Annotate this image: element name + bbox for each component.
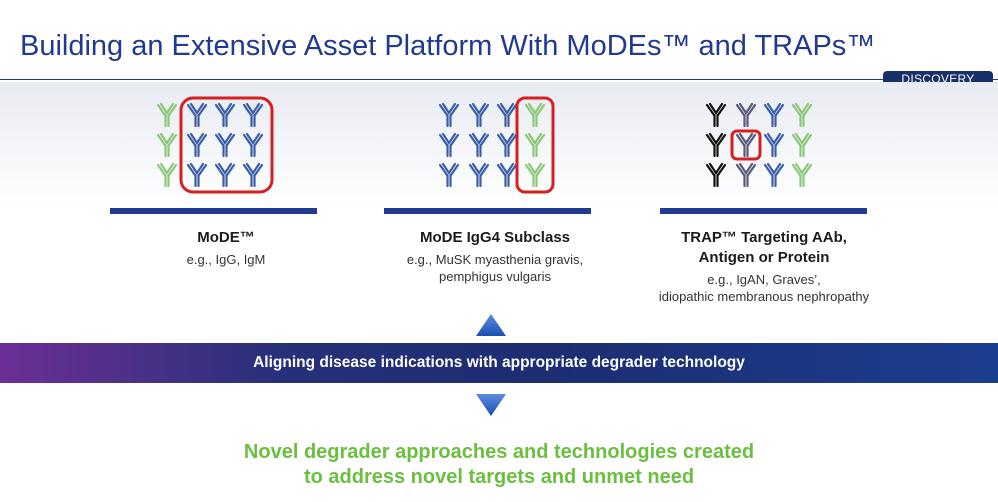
antibody-icon — [524, 132, 546, 158]
antibody-icon — [438, 132, 460, 158]
antibody-icon — [186, 102, 208, 128]
alignment-banner: Aligning disease indications with approp… — [0, 343, 998, 383]
mode-highlight-box — [179, 96, 274, 194]
trap-heading: TRAP™ Targeting AAb,Antigen or Protein — [681, 229, 847, 266]
igg4-illustration — [432, 95, 557, 195]
mode-antibody-grid — [156, 96, 274, 194]
igg4-example: e.g., MuSK myasthenia gravis,pemphigus v… — [406, 252, 584, 284]
antibody-icon — [735, 132, 757, 158]
mode-heading: MoDE™ — [197, 229, 255, 246]
antibody-icon — [791, 132, 813, 158]
antibody-icon — [438, 162, 460, 188]
trap-antibody-grid — [705, 102, 813, 188]
antibody-icon — [763, 162, 785, 188]
page-title: Building an Extensive Asset Platform Wit… — [20, 30, 876, 62]
igg4-highlight-box — [515, 96, 555, 194]
antibody-icon — [524, 162, 546, 188]
antibody-icon — [735, 102, 757, 128]
antibody-icon — [496, 102, 518, 128]
antibody-icon — [242, 132, 264, 158]
antibody-icon — [468, 132, 490, 158]
trap-example: e.g., IgAN, Graves’,idiopathic membranou… — [658, 272, 870, 304]
igg4-underline — [384, 208, 591, 214]
triangle-down-icon — [474, 392, 508, 423]
antibody-icon — [524, 102, 546, 128]
mode-example: e.g., IgG, IgM — [186, 252, 266, 267]
antibody-icon — [468, 162, 490, 188]
antibody-icon — [156, 162, 178, 188]
antibody-icon — [468, 102, 490, 128]
antibody-icon — [242, 162, 264, 188]
triangle-up-icon — [474, 312, 508, 343]
trap-highlight-box — [730, 129, 762, 161]
antibody-icon — [156, 102, 178, 128]
antibody-icon — [496, 132, 518, 158]
antibody-icon — [438, 102, 460, 128]
mode-underline — [110, 208, 317, 214]
igg4-label: MoDE IgG4 Subclass e.g., MuSK myasthenia… — [345, 228, 645, 285]
antibody-icon — [242, 102, 264, 128]
antibody-icon — [214, 102, 236, 128]
antibody-icon — [214, 132, 236, 158]
antibody-icon — [791, 162, 813, 188]
mode-label: MoDE™ e.g., IgG, IgM — [76, 228, 376, 268]
antibody-icon — [735, 162, 757, 188]
conclusion-text: Novel degrader approaches and technologi… — [243, 441, 755, 488]
antibody-icon — [186, 162, 208, 188]
antibody-icon — [705, 132, 727, 158]
antibody-icon — [496, 162, 518, 188]
antibody-icon — [763, 132, 785, 158]
antibody-icon — [214, 162, 236, 188]
antibody-icon — [705, 162, 727, 188]
antibody-icon — [791, 102, 813, 128]
igg4-heading: MoDE IgG4 Subclass — [419, 229, 571, 246]
antibody-icon — [156, 132, 178, 158]
trap-illustration — [700, 95, 825, 195]
igg4-antibody-grid — [438, 96, 555, 194]
trap-underline — [660, 208, 867, 214]
mode-illustration — [152, 95, 277, 195]
trap-label: TRAP™ Targeting AAb,Antigen or Protein e… — [614, 228, 914, 305]
antibody-icon — [705, 102, 727, 128]
title-divider — [0, 79, 998, 80]
antibody-icon — [186, 132, 208, 158]
antibody-icon — [763, 102, 785, 128]
